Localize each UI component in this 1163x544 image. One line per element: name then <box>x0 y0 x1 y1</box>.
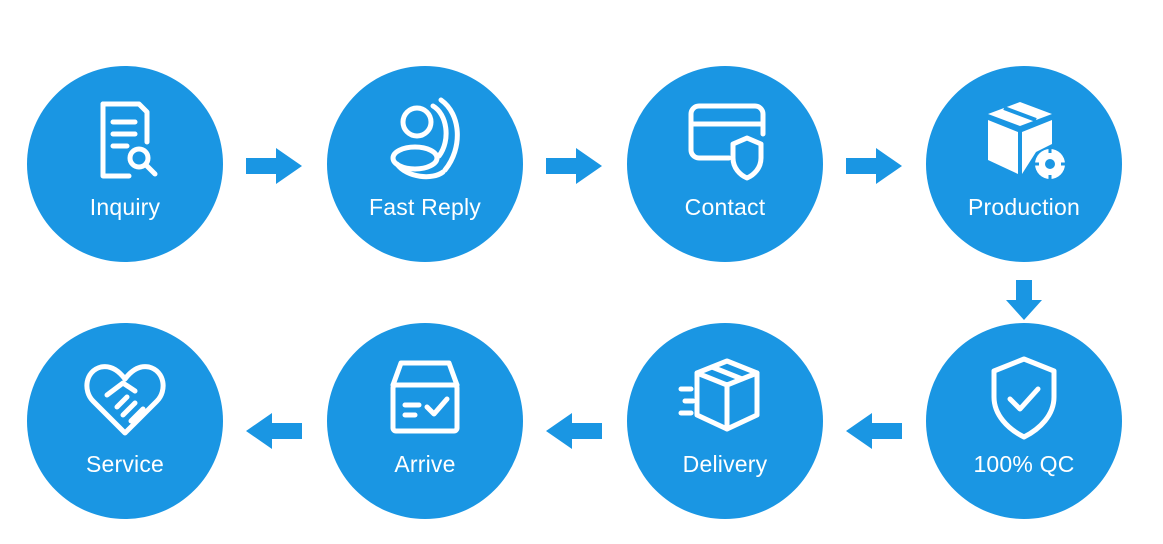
step-qc: 100% QC <box>926 323 1122 519</box>
box-gear-icon <box>976 92 1072 188</box>
arrow-down <box>1004 278 1044 322</box>
step-label: Fast Reply <box>369 194 481 220</box>
step-label: Contact <box>684 194 766 220</box>
step-label: Production <box>968 194 1080 220</box>
step-fast-reply: Fast Reply <box>327 66 523 262</box>
step-production: Production <box>926 66 1122 262</box>
step-label: 100% QC <box>973 451 1075 477</box>
step-label: Delivery <box>682 451 768 477</box>
arrow-left <box>544 411 604 451</box>
shield-check-icon <box>976 349 1072 445</box>
fast-box-icon <box>677 349 773 445</box>
step-inquiry: Inquiry <box>27 66 223 262</box>
step-label: Arrive <box>394 451 456 477</box>
arrow-left <box>244 411 304 451</box>
arrow-left <box>844 411 904 451</box>
step-label: Inquiry <box>89 194 161 220</box>
card-shield-icon <box>677 92 773 188</box>
step-contact: Contact <box>627 66 823 262</box>
arrow-right <box>844 146 904 186</box>
step-delivery: Delivery <box>627 323 823 519</box>
document-search-icon <box>77 92 173 188</box>
step-arrive: Arrive <box>327 323 523 519</box>
arrow-right <box>244 146 304 186</box>
heart-handshake-icon <box>77 349 173 445</box>
customer-service-icon <box>377 92 473 188</box>
arrow-right <box>544 146 604 186</box>
box-check-icon <box>377 349 473 445</box>
step-service: Service <box>27 323 223 519</box>
step-label: Service <box>85 451 165 477</box>
